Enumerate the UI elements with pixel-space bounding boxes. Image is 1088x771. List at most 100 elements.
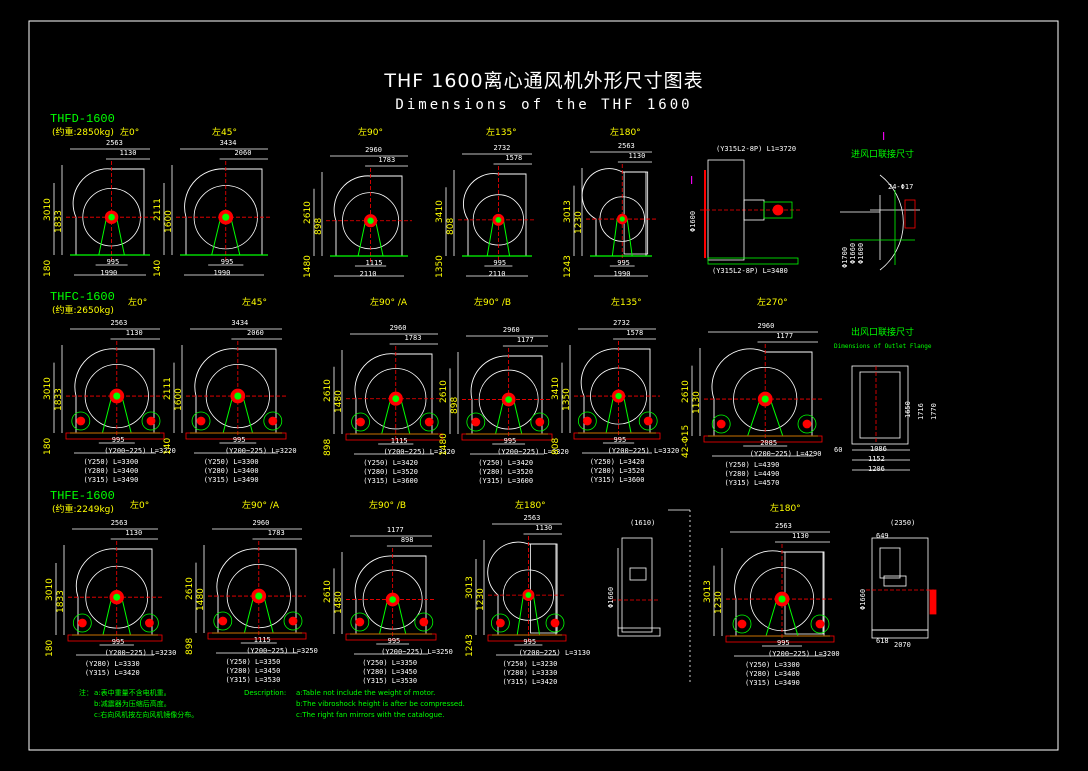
motor-base-frame: [65, 432, 165, 440]
length-entry: (Y315) L=3490: [203, 476, 259, 484]
dim-bottom: 1115: [365, 259, 383, 267]
outlet-w3: 1206: [868, 465, 885, 473]
e-end-top: (2350): [890, 519, 916, 527]
dim-foot: 1350: [435, 255, 445, 278]
dim-top: 2563: [110, 519, 128, 527]
dim-inner: 898: [400, 536, 414, 544]
e-end-foot: 618: [876, 637, 889, 645]
motor-shaft: [716, 419, 726, 429]
fan-casing: [462, 173, 527, 256]
motor-pulley: [490, 613, 510, 633]
length-entry: (Y315) L=3420: [502, 678, 558, 686]
dim-base: (Y200~225) L=4290: [749, 450, 822, 458]
outer-frame: [28, 20, 1059, 751]
dim-height: 2610: [303, 201, 313, 225]
view-label: 左45°: [242, 298, 267, 308]
dim-height: 2111: [163, 376, 173, 400]
dim-inner: 1578: [505, 154, 523, 162]
side-motor-hub: [772, 204, 784, 216]
dim-height: 3013: [465, 575, 475, 599]
view-label: 左90°: [358, 128, 383, 138]
shaft-center: [615, 392, 622, 400]
dim-top: 2563: [523, 514, 541, 522]
dim-sub: 1480: [196, 588, 206, 611]
dim-bottom: 995: [220, 258, 234, 266]
side-diameter: Φ1600: [689, 210, 697, 232]
length-entry: (Y280) L=3520: [589, 467, 645, 475]
note-cn-c: c:右向风机按左向风机镜像分布。: [94, 711, 199, 719]
motor-base-frame: [345, 633, 437, 641]
dim-sub: 1833: [56, 589, 66, 613]
side-base: [707, 257, 799, 265]
fan-casing: [333, 175, 403, 256]
series-label-thfe: THFE-1600: [50, 489, 115, 503]
bearing-pulley: [414, 612, 434, 632]
fan-casing: [354, 555, 427, 634]
dim-base: (Y200~225) L=3250: [381, 648, 453, 656]
dim-bottom: 995: [617, 259, 630, 267]
length-entry: (Y250) L=3300: [83, 458, 139, 466]
weight-label-thfe: (约重:2249kg): [52, 505, 114, 515]
dim-inner: 1783: [404, 334, 422, 342]
fan-drawings: [53, 148, 937, 685]
bearing-pulley: [810, 614, 830, 634]
bearing-pulley: [638, 411, 658, 431]
bearing-shaft: [419, 617, 429, 627]
shaft-center: [255, 592, 263, 600]
dim-top: 2732: [613, 319, 630, 327]
dim-foot: 180: [43, 437, 53, 455]
dim-sub: 898: [450, 396, 460, 414]
outlet-h2: 1716: [917, 403, 925, 420]
motor-base-frame: [703, 435, 823, 443]
view-label: 左90° /B: [369, 501, 407, 511]
length-entry: (Y250) L=3420: [589, 458, 645, 466]
shaft-center: [505, 396, 512, 403]
dim-height: 3410: [435, 200, 445, 224]
motor-shaft: [76, 416, 86, 426]
shaft-center: [222, 213, 230, 221]
dim-bottom: 995: [777, 639, 790, 647]
length-entry: (Y315) L=3530: [362, 677, 418, 685]
motor-shaft: [196, 416, 206, 426]
dim-sub: 1833: [54, 209, 64, 233]
side-bottom-length: (Y315L2-8P) L=3480: [712, 267, 788, 275]
motor-base-frame: [345, 433, 443, 441]
bearing-pulley: [141, 411, 161, 431]
motor-pulley: [191, 411, 211, 431]
note-en-b: b:The vibroshock height is after be comp…: [296, 700, 465, 708]
dim-height: 3013: [703, 579, 713, 603]
dim-top: 2732: [493, 144, 511, 152]
dim-foot: 1243: [465, 634, 475, 657]
bearing-shaft: [424, 417, 434, 427]
fan-casing: [734, 550, 825, 636]
e-side-casing: [621, 537, 653, 633]
e-end-base: [871, 629, 929, 639]
view-label: 左135°: [611, 298, 642, 308]
dim-base: (Y200~225) L=3320: [383, 448, 456, 456]
dim-foot: 140: [153, 259, 163, 277]
note-cn-b: b:减震器为压缩后高度。: [94, 700, 171, 708]
weight-label-thfd: (约重:2850kg): [52, 128, 114, 138]
fan-casing: [75, 548, 153, 635]
dim-height: 3010: [43, 376, 53, 400]
dim-top: 2563: [617, 142, 635, 150]
length-entry: (Y280) L=3520: [363, 468, 418, 476]
series-label-thfc: THFC-1600: [50, 290, 115, 304]
dim-top: 1177: [386, 526, 404, 534]
dim-bottom: 995: [613, 436, 627, 444]
motor-pulley: [350, 612, 370, 632]
inlet-d1: Φ1700: [841, 246, 849, 268]
dim-bottom: 1115: [390, 437, 408, 445]
note-en-a: a:Table not include the weight of motor.: [296, 689, 436, 697]
outlet-flange-caption: 出风口联接尺寸: [851, 328, 915, 338]
dim-top: 2563: [110, 319, 128, 327]
dim-top: 2960: [757, 322, 775, 330]
length-entry: (Y250) L=3350: [362, 659, 418, 667]
dim-base: (Y200~225) L=3320: [607, 447, 680, 455]
dim-foot: 898: [323, 438, 333, 456]
outlet-duct: [623, 171, 649, 255]
fan-casing: [216, 548, 297, 633]
dim-height: 2111: [153, 197, 163, 221]
